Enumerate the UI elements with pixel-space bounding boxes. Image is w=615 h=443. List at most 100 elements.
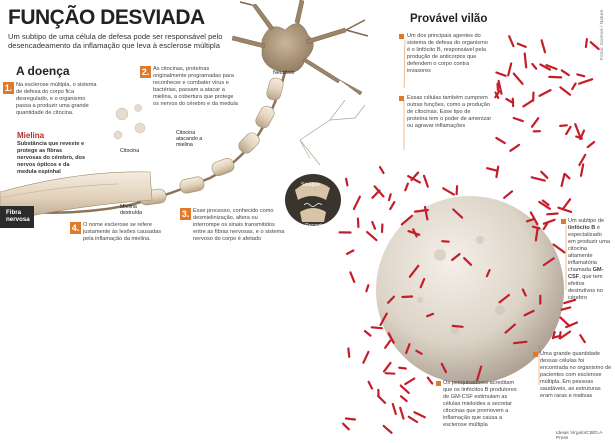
cytokine-particle	[509, 143, 521, 152]
cytokine-particle	[379, 312, 388, 327]
cytokine-particle	[387, 193, 392, 202]
credit-bottom: Ideias Virgulo/CB/D.A Press	[556, 431, 603, 441]
step-1-text: Na esclerose múltipla, o sistema de defe…	[16, 82, 97, 116]
cytokine-particle	[495, 71, 507, 77]
p3-part-e: , que tem efeitos destrutivos no cérebro	[568, 274, 603, 301]
cytokine-particle	[541, 199, 550, 206]
step-4-text: O nome esclerose se refere justamente às…	[83, 222, 162, 242]
cytokine-particle	[545, 64, 558, 71]
cytokine-particle	[373, 185, 385, 198]
cytokine-particle	[560, 69, 570, 77]
bullet-icon	[533, 352, 538, 357]
step-4-number: 4.	[70, 222, 81, 234]
p3-linfocito-b: linfócito B	[568, 225, 596, 231]
credit-side: Fotos: Science / Nature	[600, 9, 605, 60]
bullet-icon	[399, 34, 404, 39]
cytokine-particle	[525, 218, 535, 223]
cytokine-particle	[407, 230, 421, 236]
cytokine-particle	[586, 140, 596, 149]
cytokine-particle	[356, 217, 360, 229]
cytokine-particle	[531, 62, 538, 70]
bullet-icon	[399, 96, 404, 101]
cytokine-particle	[494, 91, 500, 100]
cytokine-particle	[539, 63, 552, 71]
cytokine-particle	[377, 394, 387, 404]
step-2-text: As citocinas, proteínas originalmente pr…	[153, 66, 238, 107]
cytokine-particle	[552, 243, 566, 254]
cytokine-particle	[497, 79, 503, 95]
cytokine-particle	[371, 220, 377, 230]
cytokine-particle	[576, 73, 586, 78]
cytokine-particle	[561, 198, 572, 211]
cytokine-particle	[440, 362, 448, 374]
cytokine-particle	[516, 42, 527, 49]
cytokine-particle	[423, 205, 429, 221]
cytokine-particle	[512, 72, 524, 85]
cytokine-particle	[530, 176, 546, 182]
cytokine-particle	[387, 332, 395, 344]
provavel-text-2: Essas células também cumprem outras funç…	[407, 95, 492, 129]
cytokine-particle	[522, 99, 535, 108]
cytokine-particle	[384, 372, 396, 375]
cytokine-particle	[575, 135, 584, 140]
cytokine-particle	[399, 395, 408, 403]
section-heading-provavel: Provável vilão	[410, 13, 488, 25]
fibra-label-bg	[0, 206, 34, 228]
cytokine-particle	[426, 312, 435, 318]
cytokine-particle	[563, 172, 571, 180]
cytokine-particle	[463, 257, 473, 266]
cytokine-particle	[546, 212, 559, 216]
cytokine-particle	[512, 340, 528, 345]
cytokine-particle	[400, 214, 414, 226]
cytokine-particle	[363, 330, 372, 337]
cytokine-particle	[577, 78, 594, 85]
cytokine-particle	[389, 201, 396, 211]
cytokine-particle	[407, 415, 419, 424]
label-neuronio: Neurônio	[273, 70, 295, 76]
lymphocyte-b-cell	[376, 196, 564, 384]
cytokine-particle	[523, 52, 528, 69]
cytokine-particle	[507, 62, 513, 77]
provavel-text-3: Um subtipo de linfócito B é especializad…	[568, 218, 610, 302]
cytokine-particle	[495, 136, 506, 145]
label-sinapse: Sinapse	[301, 182, 321, 188]
step-3-text: Esse processo, conhecido como desmielini…	[193, 208, 285, 242]
cytokine-particle	[451, 253, 461, 262]
cytokine-particle	[441, 240, 450, 243]
cytokine-particle	[538, 200, 552, 210]
cytokine-particle	[542, 257, 555, 267]
cytokine-particle	[505, 97, 515, 104]
step-2-number: 2.	[140, 66, 151, 78]
cytokine-particle	[521, 288, 527, 297]
cytokine-particle	[530, 117, 540, 128]
cytokine-particle	[542, 222, 549, 231]
provavel-text-4: Uma grande quantidade dessas células foi…	[540, 351, 612, 399]
cytokine-particle	[347, 347, 351, 358]
p3-gm-csf: GM-CSF	[568, 267, 604, 280]
cytokine-particle	[413, 411, 426, 419]
bullet-icon	[436, 381, 441, 386]
cytokine-particle	[387, 295, 395, 304]
cytokine-particle	[534, 228, 539, 242]
cytokine-particle	[531, 225, 541, 230]
label-citocina: Citocina	[120, 148, 140, 154]
bullet-icon	[561, 219, 566, 224]
cytokine-particle	[442, 187, 455, 196]
cytokine-particle	[404, 377, 416, 386]
cytokine-particle	[382, 424, 393, 434]
cytokine-particle	[584, 37, 589, 49]
cytokine-particle	[579, 334, 586, 344]
neuron	[231, 0, 369, 96]
cytokine-particle	[342, 422, 350, 431]
cytokine-particle	[362, 350, 370, 364]
cytokine-particle	[560, 306, 572, 311]
step-1-number: 1.	[3, 82, 14, 94]
cytokine-particle	[382, 361, 392, 373]
cytokine-particle	[563, 298, 577, 305]
cytokine-particle	[452, 208, 464, 219]
cytokine-particle	[405, 343, 411, 355]
cytokine-particle	[557, 206, 573, 213]
cytokine-particle	[399, 406, 405, 420]
cytokine-particle	[407, 175, 421, 184]
cytokine-particle	[508, 35, 515, 48]
